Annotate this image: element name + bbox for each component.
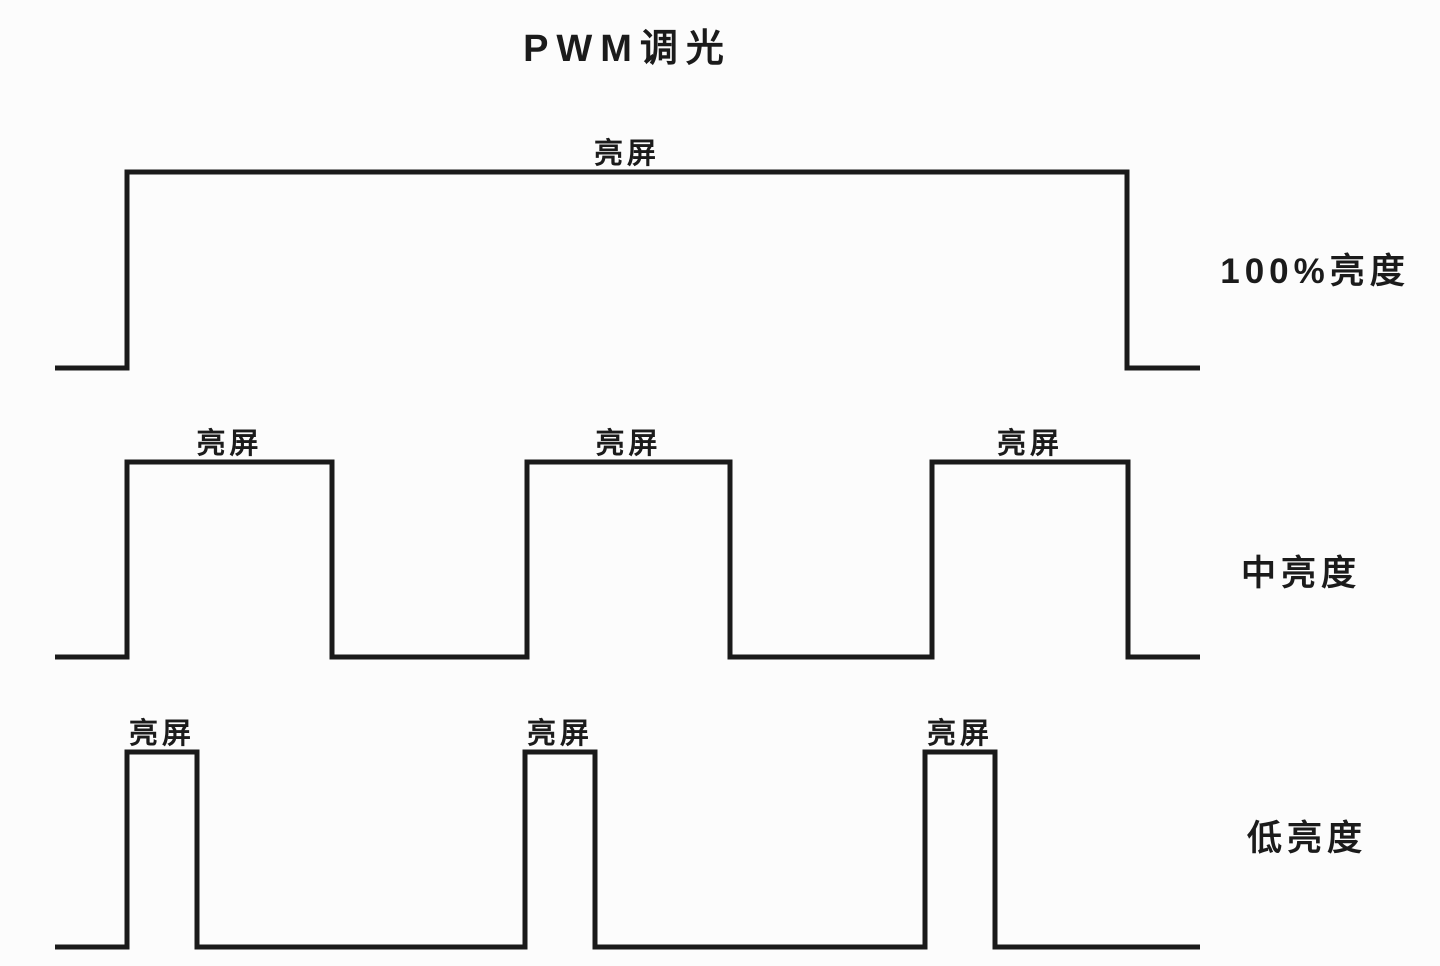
pulse-on-label: 亮屏: [595, 426, 661, 460]
pulse-on-label: 亮屏: [527, 716, 593, 750]
pulse-on-label: 亮屏: [196, 426, 262, 460]
pulse-on-label: 亮屏: [129, 716, 195, 750]
row-label-low-brightness: 低亮度: [1246, 819, 1367, 858]
row-label-medium-brightness: 中亮度: [1240, 554, 1361, 593]
row-label-100-percent-brightness: 100%亮度: [1220, 252, 1410, 291]
waveform-low-brightness: [55, 749, 1200, 950]
diagram-title: PWM调光: [523, 28, 732, 70]
waveform-medium-brightness: [55, 459, 1200, 660]
waveform-100-percent-brightness: [55, 169, 1200, 371]
pulse-on-label: 亮屏: [927, 716, 993, 750]
pulse-on-label: 亮屏: [594, 136, 660, 170]
pulse-on-label: 亮屏: [997, 426, 1063, 460]
